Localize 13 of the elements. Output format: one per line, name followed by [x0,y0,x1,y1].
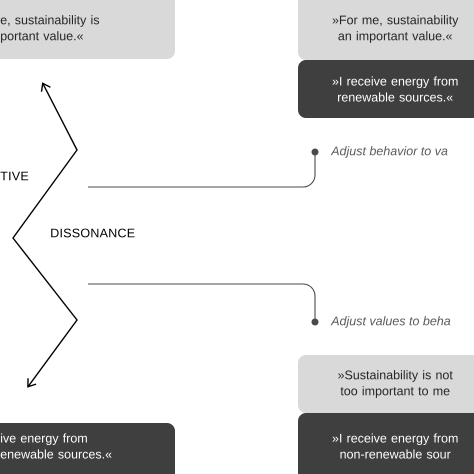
quote-box: »I receive energy from renewable sources.« [298,60,474,118]
axis-label: TIVE [0,172,28,180]
quote-box: ive energy from enewable sources.« [0,423,175,474]
quote-box: »Sustainability is not too important to me [298,355,474,413]
option-text: Adjust behavior to va [330,146,448,158]
connector-line [88,283,318,326]
quote-box: »For me, sustainability an important value.« [298,0,474,60]
quote-box: »I receive energy from non-renewable sour [298,413,474,474]
connector-line [88,148,318,188]
axis-label: DISSONANCE [51,228,135,238]
quote-box: e, sustainability is portant value.« [0,0,175,59]
option-text: Adjust values to beha [330,316,450,328]
zigzag-arrow [12,82,78,388]
